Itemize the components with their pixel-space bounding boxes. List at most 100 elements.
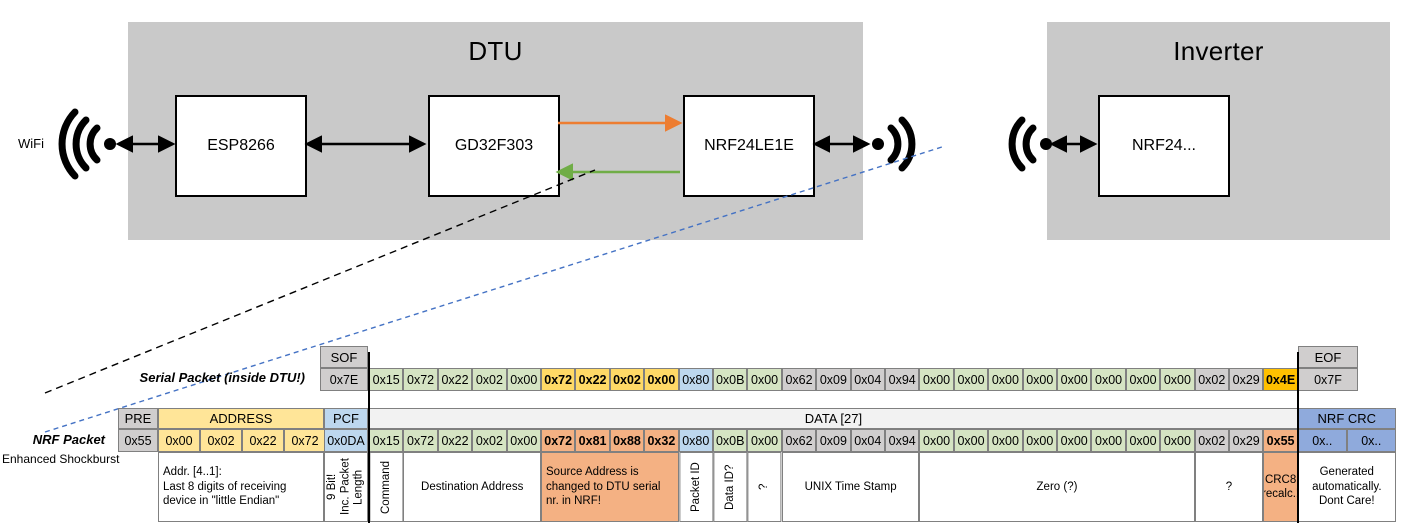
chip-gd32f303-label: GD32F303 — [454, 137, 534, 154]
block-diagram: DTU Inverter ESP8266 GD32F303 NRF24LE1E … — [18, 22, 1390, 240]
nrf-data-header: DATA [27] — [369, 408, 1298, 429]
nrf-address-byte-1: 0x02 — [200, 429, 242, 452]
chip-nrf24[interactable]: NRF24... — [1098, 95, 1230, 197]
nrf-address-header: ADDRESS — [158, 408, 324, 429]
serial-byte-8: 0x00 — [644, 368, 679, 391]
dtu-title: DTU — [468, 36, 523, 66]
serial-byte-12: 0x62 — [781, 368, 817, 391]
nrf-byte-13: 0x09 — [816, 429, 851, 452]
pcf-note: 9 Bit!Inc. Packet Length — [324, 452, 368, 522]
serial-byte-26: 0x4E — [1263, 368, 1298, 391]
nrf-byte-14: 0x04 — [850, 429, 885, 452]
packet-tables: Serial Packet (inside DTU!) NRF Packet E… — [0, 340, 1406, 523]
serial-byte-11: 0x00 — [747, 368, 782, 391]
serial-byte-10: 0x0B — [713, 368, 748, 391]
nrf-byte-0: 0x15 — [369, 429, 404, 452]
unknown1-note: ? — [747, 452, 782, 522]
serial-byte-9: 0x80 — [678, 368, 713, 391]
serial-byte-17: 0x00 — [953, 368, 989, 391]
nrf-byte-5: 0x72 — [541, 429, 576, 452]
serial-byte-20: 0x00 — [1057, 368, 1092, 391]
nrf-byte-2: 0x22 — [437, 429, 473, 452]
serial-byte-18: 0x00 — [988, 368, 1023, 391]
serial-packet-label: Serial Packet (inside DTU!) — [139, 370, 305, 385]
serial-byte-16: 0x00 — [919, 368, 954, 391]
nrf-byte-24: 0x02 — [1194, 429, 1229, 452]
nrf-byte-11: 0x00 — [747, 429, 782, 452]
nrf-packet-row: PRE0x55ADDRESS0x000x020x220x720x01PCF0x0… — [0, 340, 1406, 523]
chip-esp8266[interactable]: ESP8266 — [175, 95, 307, 197]
nrf-byte-6: 0x81 — [575, 429, 610, 452]
nrf-byte-15: 0x94 — [885, 429, 920, 452]
serial-byte-19: 0x00 — [1022, 368, 1057, 391]
nrf-byte-21: 0x00 — [1091, 429, 1126, 452]
chip-gd32f303[interactable]: GD32F303 — [428, 95, 560, 197]
nrf-crc-byte-0: 0x.. — [1297, 429, 1347, 452]
inverter-title: Inverter — [1173, 36, 1264, 66]
serial-eof-header: EOF — [1298, 346, 1358, 368]
unknown2-note: ? — [1194, 452, 1264, 522]
chip-esp8266-label: ESP8266 — [207, 137, 275, 154]
nrf-byte-16: 0x00 — [919, 429, 954, 452]
serial-byte-4: 0x00 — [506, 368, 541, 391]
nrf-byte-23: 0x00 — [1160, 429, 1195, 452]
nrf-byte-22: 0x00 — [1125, 429, 1161, 452]
chip-nrf24le1e-label: NRF24LE1E — [704, 137, 794, 154]
serial-byte-5: 0x72 — [541, 368, 576, 391]
chip-nrf24-label: NRF24... — [1131, 137, 1196, 154]
serial-byte-15: 0x94 — [885, 368, 920, 391]
serial-byte-14: 0x04 — [850, 368, 885, 391]
source-address-note: Source Address is changed to DTU serial … — [541, 452, 679, 522]
nrf-byte-12: 0x62 — [781, 429, 817, 452]
enhanced-shockburst-label: Enhanced Shockburst — [2, 452, 120, 466]
nrf-pre-value: 0x55 — [118, 429, 158, 452]
nrf-address-byte-3: 0x72 — [284, 429, 326, 452]
zero-note: Zero (?) — [919, 452, 1195, 522]
nrf-crc-note: Generated automatically. Dont Care! — [1297, 452, 1396, 522]
nrf-byte-18: 0x00 — [988, 429, 1023, 452]
divider-data-end — [1297, 352, 1299, 523]
packet-id-note: Packet ID — [678, 452, 713, 522]
nrf-packet-label: NRF Packet — [32, 432, 105, 447]
nrf-pcf-value: 0x0DA — [324, 429, 368, 452]
serial-byte-2: 0x22 — [437, 368, 473, 391]
serial-sof-value: 0x7E — [320, 368, 368, 391]
nrf-byte-26: 0x55 — [1263, 429, 1298, 452]
data-id-note: Data ID? — [713, 452, 748, 522]
serial-byte-22: 0x00 — [1125, 368, 1161, 391]
nrf-byte-1: 0x72 — [403, 429, 438, 452]
serial-byte-23: 0x00 — [1160, 368, 1195, 391]
serial-byte-25: 0x29 — [1229, 368, 1264, 391]
nrf-byte-25: 0x29 — [1229, 429, 1264, 452]
command-note: Command — [369, 452, 404, 522]
nrf-crc-header: NRF CRC — [1297, 408, 1396, 429]
nrf-address-byte-2: 0x22 — [242, 429, 284, 452]
nrf-byte-19: 0x00 — [1022, 429, 1057, 452]
serial-sof-header: SOF — [320, 346, 368, 368]
nrf-byte-17: 0x00 — [953, 429, 989, 452]
serial-eof-value: 0x7F — [1298, 368, 1358, 391]
destination-address-note: Destination Address — [403, 452, 541, 522]
serial-byte-0: 0x15 — [369, 368, 404, 391]
serial-byte-21: 0x00 — [1091, 368, 1126, 391]
wifi-label: WiFi — [18, 136, 44, 151]
nrf-byte-7: 0x88 — [609, 429, 645, 452]
nrf-byte-9: 0x80 — [678, 429, 713, 452]
serial-byte-7: 0x02 — [609, 368, 645, 391]
chip-nrf24le1e[interactable]: NRF24LE1E — [683, 95, 815, 197]
serial-byte-24: 0x02 — [1194, 368, 1229, 391]
serial-byte-13: 0x09 — [816, 368, 851, 391]
address-note: Addr. [4..1]:Last 8 digits of receiving … — [158, 452, 324, 522]
nrf-pre-header: PRE — [118, 408, 158, 429]
nrf-byte-4: 0x00 — [506, 429, 541, 452]
unix-time-stamp-note: UNIX Time Stamp — [781, 452, 920, 522]
nrf-byte-3: 0x02 — [472, 429, 507, 452]
nrf-address-byte-0: 0x00 — [158, 429, 200, 452]
nrf-pcf-header: PCF — [324, 408, 368, 429]
nrf-byte-10: 0x0B — [713, 429, 748, 452]
serial-byte-1: 0x72 — [403, 368, 438, 391]
divider-data-start — [368, 352, 370, 523]
nrf-byte-20: 0x00 — [1057, 429, 1092, 452]
serial-byte-6: 0x22 — [575, 368, 610, 391]
